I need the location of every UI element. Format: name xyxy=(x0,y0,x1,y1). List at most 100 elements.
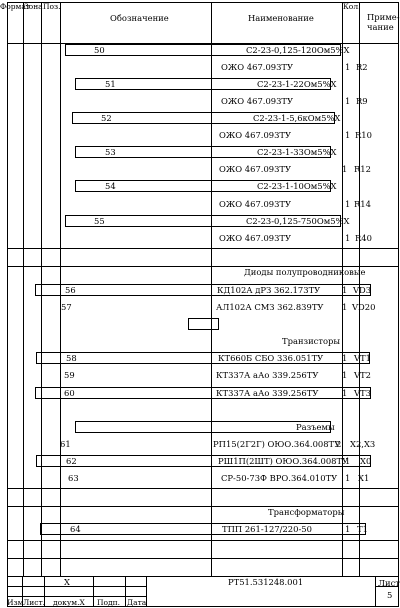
section-transistors: Транзисторы xyxy=(282,336,341,346)
stamp-izm: Изм xyxy=(7,598,24,607)
stamp-dokum: докум.Х xyxy=(53,598,85,607)
note-51: R9 xyxy=(356,96,368,106)
pos-53: 53 xyxy=(105,147,116,157)
doc-52: ОЖО 467.093ТУ xyxy=(219,130,292,140)
name-56: КД102А дРЗ 362.173ТУ xyxy=(217,285,321,295)
col-zone-line xyxy=(23,2,24,576)
note-50: R2 xyxy=(356,62,368,72)
qty-61: 2 xyxy=(336,439,342,449)
frame-right xyxy=(398,2,399,606)
qty-56: 1 xyxy=(342,285,348,295)
highlight-box-60 xyxy=(35,387,371,399)
note-58: VT1 xyxy=(354,353,371,363)
row-sep-3 xyxy=(7,488,399,489)
pos-60: 60 xyxy=(64,388,75,398)
pos-55: 55 xyxy=(94,216,105,226)
name-51: С2-23-1-22Ом5%Х xyxy=(257,79,337,89)
highlight-box-58 xyxy=(36,352,370,364)
note-56: VD3 xyxy=(353,285,372,295)
highlight-box-64 xyxy=(40,523,366,535)
note-62: Х0 xyxy=(360,456,372,466)
stamp-row-1 xyxy=(7,586,147,587)
stamp-col-2 xyxy=(44,576,45,606)
note-57: VD20 xyxy=(352,302,376,312)
pos-61: 61 xyxy=(60,439,71,449)
qty-60: 1 xyxy=(342,388,348,398)
row-sep-2 xyxy=(7,266,399,267)
name-64: ТПП 261-127/220-50 xyxy=(222,524,312,534)
note-52: R10 xyxy=(355,130,372,140)
small-empty-box xyxy=(188,318,219,330)
col-name-line xyxy=(211,2,212,576)
stamp-col-1 xyxy=(22,576,23,606)
header-name: Наименование xyxy=(248,13,314,23)
highlight-box-51 xyxy=(75,78,331,90)
pos-62: 62 xyxy=(66,456,77,466)
name-54: С2-23-1-10Ом5%Х xyxy=(257,181,337,191)
qty-62: 1 xyxy=(345,456,351,466)
doc-50: ОЖО 467.093ТУ xyxy=(221,62,294,72)
pos-54: 54 xyxy=(105,181,116,191)
col-note-line xyxy=(359,2,360,576)
row-sep-6 xyxy=(7,558,399,559)
header-bottom-line xyxy=(7,43,399,44)
highlight-box-62 xyxy=(36,455,371,467)
note-63: Х1 xyxy=(358,473,370,483)
header-designation: Обозначение xyxy=(110,13,169,23)
stamp-col-5 xyxy=(146,576,147,606)
pos-56: 56 xyxy=(65,285,76,295)
stamp-sheet-number: 5 xyxy=(387,590,393,600)
pos-59: 59 xyxy=(64,370,75,380)
col-pos-line-2 xyxy=(60,2,61,576)
note-53: R12 xyxy=(354,164,371,174)
doc-51: ОЖО 467.093ТУ xyxy=(221,96,294,106)
qty-57: 1 xyxy=(342,302,348,312)
highlight-box-section-connectors xyxy=(75,421,331,433)
header-note-2: чание xyxy=(367,22,394,32)
header-zone: Зона xyxy=(24,2,43,11)
stamp-list: Лист. xyxy=(23,598,45,607)
highlight-box-53 xyxy=(75,146,331,158)
stamp-col-6 xyxy=(375,576,376,606)
name-61: РП15(2Г2Г) ОЮО.364.008ТУ xyxy=(213,439,341,449)
stamp-doc-code: РТ51.531248.001 xyxy=(228,577,304,587)
note-55: R40 xyxy=(355,233,372,243)
highlight-box-50 xyxy=(65,44,341,56)
stamp-top-line xyxy=(7,576,399,577)
row-sep-5 xyxy=(7,540,399,541)
qty-64: 1 xyxy=(345,524,351,534)
qty-52: 1 xyxy=(345,130,351,140)
name-63: СР-50-73Ф ВРО.364.010ТУ xyxy=(221,473,338,483)
stamp-data: Дата xyxy=(127,598,147,607)
name-59: КТ337А аАо 339.256ТУ xyxy=(216,370,319,380)
note-60: VT3 xyxy=(354,388,371,398)
doc-54: ОЖО 467.093ТУ xyxy=(219,199,292,209)
stamp-sheet-row xyxy=(375,586,399,587)
highlight-box-56 xyxy=(35,284,371,296)
name-50: С2-23-0,125-120Ом5%Х xyxy=(246,45,350,55)
col-qty-line xyxy=(342,2,343,576)
qty-59: 1 xyxy=(342,370,348,380)
section-connectors: Разъемы xyxy=(296,422,335,432)
frame-bottom xyxy=(7,606,399,607)
name-60: КТ337А аАо 339.256ТУ xyxy=(216,388,319,398)
name-57: АЛ102А СМЗ 362.839ТУ xyxy=(216,302,324,312)
note-64: Т1 xyxy=(357,524,368,534)
header-note-1: Приме- xyxy=(367,12,400,22)
qty-54: 1 xyxy=(345,199,351,209)
qty-53: 1 xyxy=(342,164,348,174)
pos-50: 50 xyxy=(94,45,105,55)
highlight-box-55 xyxy=(65,215,341,227)
qty-55: 1 xyxy=(345,233,351,243)
section-diodes: Диоды полупроводниковые xyxy=(244,267,366,277)
frame-left xyxy=(7,2,8,606)
highlight-box-52 xyxy=(72,112,335,124)
col-pos-line xyxy=(41,2,42,576)
note-59: VT2 xyxy=(354,370,371,380)
highlight-box-54 xyxy=(75,180,331,192)
header-pos: Поз. xyxy=(43,2,61,11)
name-58: КТ660Б СБО 336.051ТУ xyxy=(218,353,324,363)
stamp-podp: Подп. xyxy=(97,598,121,607)
doc-55: ОЖО 467.093ТУ xyxy=(219,233,292,243)
header-format: Формат xyxy=(0,2,30,11)
